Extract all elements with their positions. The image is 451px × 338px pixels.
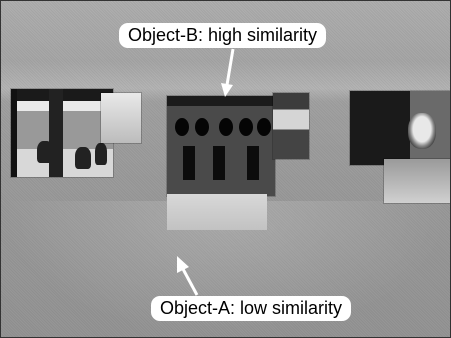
- object-b-side-panel: [273, 93, 309, 159]
- dark-shape: [195, 118, 209, 136]
- dark-bar: [247, 146, 259, 180]
- dark-shape: [239, 118, 253, 136]
- figure-silhouette: [37, 141, 53, 163]
- dark-shape: [219, 118, 233, 136]
- left-object-photo: [11, 89, 113, 177]
- object-b-label: Object-B: high similarity: [119, 23, 327, 48]
- right-object-photo: [350, 91, 450, 165]
- figure-silhouette: [95, 143, 107, 165]
- dark-bar: [183, 146, 195, 180]
- object-b-photo: [167, 96, 275, 196]
- dark-shape: [257, 118, 271, 136]
- figure-silhouette: [75, 147, 91, 169]
- arrow-to-object-a: [177, 256, 199, 296]
- object-a-base: [167, 194, 267, 230]
- arrow-to-object-b: [221, 48, 235, 97]
- face-shape: [408, 113, 436, 149]
- object-a-label: Object-A: low similarity: [151, 296, 352, 321]
- left-object-side-panel: [101, 93, 141, 143]
- dark-bar: [213, 146, 225, 180]
- right-object-base: [384, 159, 450, 203]
- dark-shape: [175, 118, 189, 136]
